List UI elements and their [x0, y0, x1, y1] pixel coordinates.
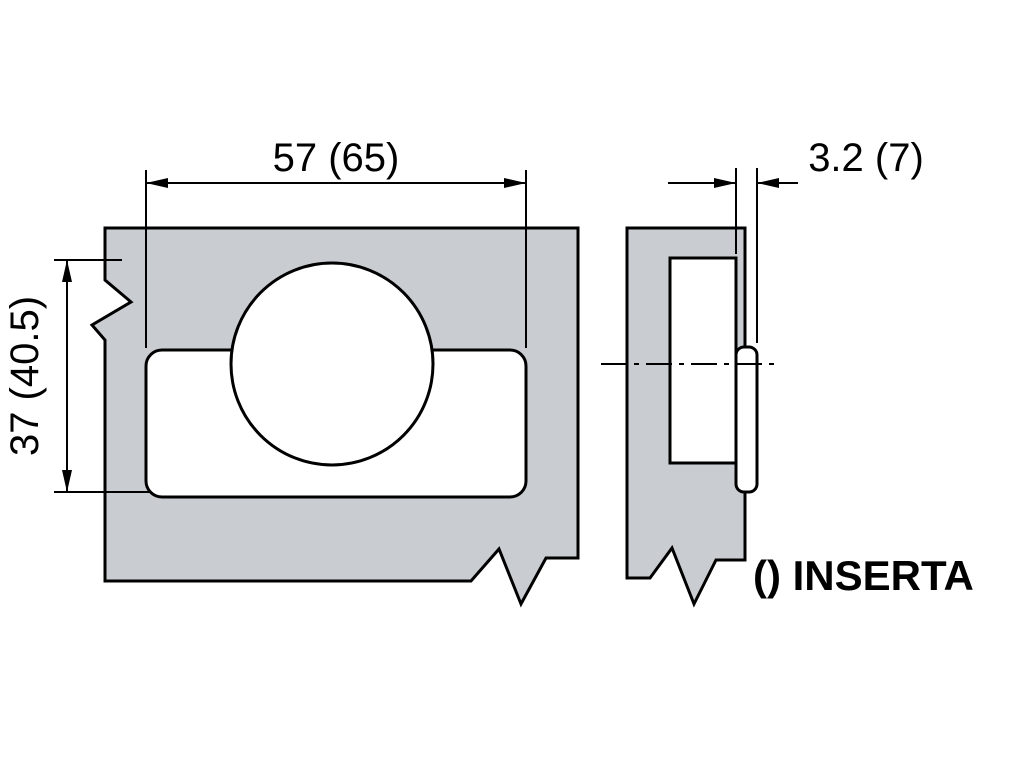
height-arrow-top	[62, 260, 72, 282]
hinge-cup-hole	[229, 261, 435, 467]
inserta-note: () INSERTA	[753, 552, 974, 599]
side-view-cup-pocket	[668, 256, 738, 465]
front-view	[89, 226, 580, 608]
width-dimension: 57 (65)	[145, 136, 527, 348]
width-dimension-label: 57 (65)	[273, 136, 400, 180]
height-dimension: 37 (40.5)	[3, 259, 150, 493]
flange-tab	[734, 345, 759, 494]
depth-dimension: 3.2 (7)	[668, 136, 924, 343]
width-arrow-right	[504, 178, 526, 188]
side-view	[601, 226, 779, 608]
depth-arrow-right	[757, 178, 779, 188]
depth-dimension-label: 3.2 (7)	[808, 136, 924, 180]
height-arrow-bottom	[62, 470, 72, 492]
height-dimension-label: 37 (40.5)	[3, 296, 47, 456]
width-arrow-left	[146, 178, 168, 188]
depth-arrow-left	[714, 178, 736, 188]
